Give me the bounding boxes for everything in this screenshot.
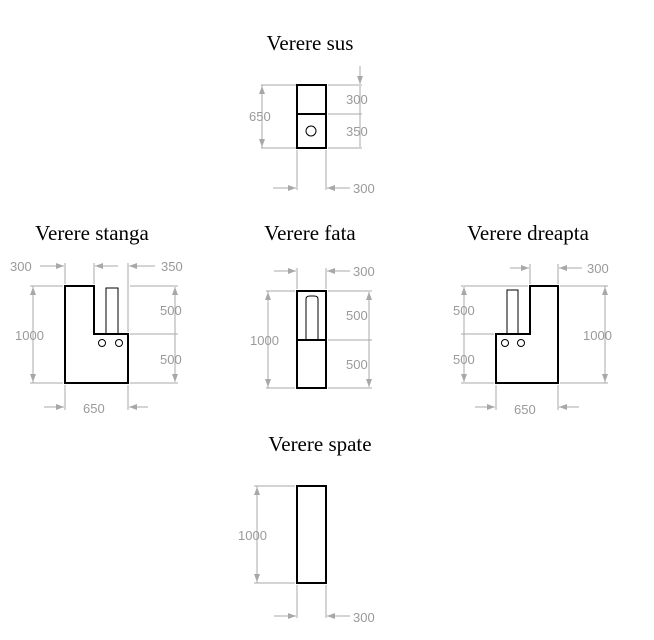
left-inner-slot [105,287,119,335]
view-title-back: Verere spate [268,432,371,456]
left-hole [115,339,123,347]
dim-label: 350 [161,259,183,274]
view-title-right: Verere dreapta [467,221,590,245]
dim-label: 300 [346,92,368,107]
left-hole [98,339,106,347]
view-back: Verere spate 1000 300 [238,432,375,625]
dim-label: 500 [346,308,368,323]
dim-label: 300 [353,610,375,625]
dim-label: 500 [160,303,182,318]
right-hole [517,339,525,347]
view-left: Verere stanga 300 350 1000 500 500 650 [10,221,183,416]
view-title-top: Verere sus [267,31,354,55]
dim-label: 500 [346,357,368,372]
right-hole [501,339,509,347]
dim-label: 650 [83,401,105,416]
dim-label: 650 [514,402,536,417]
dim-label: 650 [249,109,271,124]
dim-label: 300 [10,259,32,274]
dim-label: 300 [353,264,375,279]
right-inner-slot [506,289,519,335]
right-outline [495,285,559,384]
dim-label: 500 [160,352,182,367]
front-inner-slot [305,295,319,340]
view-top: Verere sus 300 350 650 300 [249,31,375,196]
dim-label: 1000 [15,328,44,343]
top-outline [296,84,327,149]
view-right: Verere dreapta 300 500 500 1000 650 [453,221,612,417]
dim-label: 1000 [583,328,612,343]
dim-label: 500 [453,352,475,367]
dim-label: 300 [353,181,375,196]
dim-label: 500 [453,303,475,318]
top-hole [305,125,317,137]
dim-label: 1000 [250,333,279,348]
view-front: Verere fata 300 1000 500 500 [250,221,375,389]
left-outline [64,285,129,384]
dim-label: 1000 [238,528,267,543]
back-outline [296,485,327,584]
dim-label: 350 [346,124,368,139]
view-title-left: Verere stanga [35,221,149,245]
view-title-front: Verere fata [264,221,356,245]
dim-label: 300 [587,261,609,276]
